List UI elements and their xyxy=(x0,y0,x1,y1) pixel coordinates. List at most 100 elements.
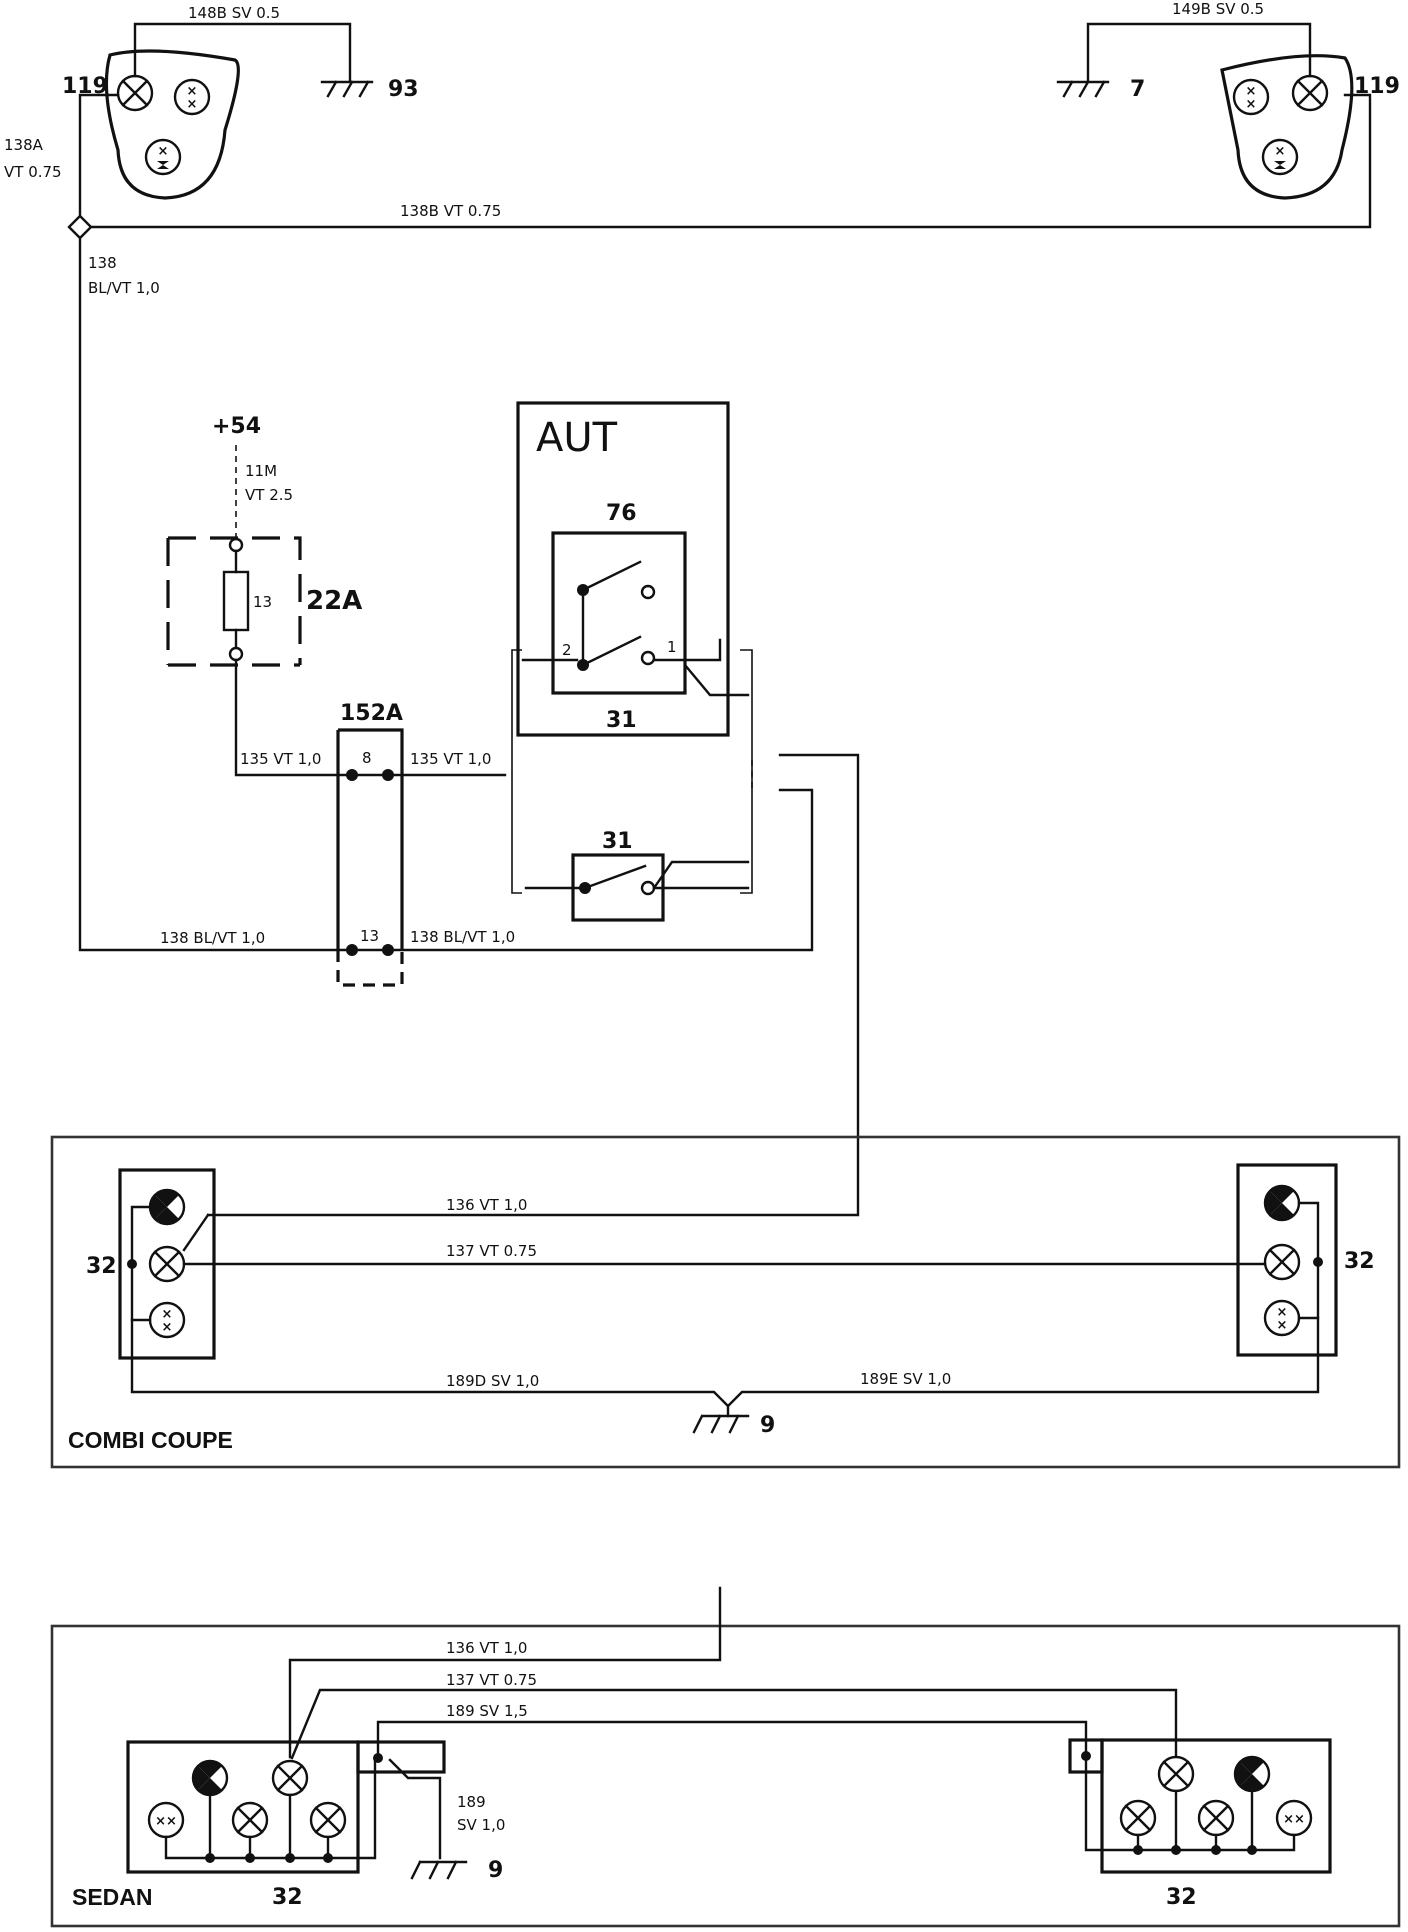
label-sedan-32-left: 32 xyxy=(272,1885,303,1910)
lamp-bulb-icon xyxy=(173,78,211,116)
label-combi-coupe: COMBI COUPE xyxy=(68,1427,233,1453)
lamp-119-left xyxy=(104,49,240,200)
wire-148b xyxy=(133,22,352,82)
wire-label-11m-2: VT 2.5 xyxy=(245,486,293,504)
wire-label-138-left: 138 BL/VT 1,0 xyxy=(160,929,265,947)
wire-138 xyxy=(78,236,348,952)
label-switch-76: 76 xyxy=(606,501,637,526)
wire-label-138-right: 138 BL/VT 1,0 xyxy=(410,928,515,946)
switch-76 xyxy=(521,531,750,697)
lamp-bulb-icon xyxy=(1157,1755,1195,1793)
lamp-bulb-icon xyxy=(1263,1243,1301,1281)
bracket-left xyxy=(511,649,522,894)
wire-189-sedan xyxy=(376,1720,1088,1760)
wire-189-ground-sedan xyxy=(388,1758,442,1860)
label-combi-32-left: 32 xyxy=(86,1254,117,1279)
wire-label-138a-2: VT 0.75 xyxy=(4,163,62,181)
label-pin-2: 2 xyxy=(562,641,572,659)
splice-icon xyxy=(67,214,93,240)
wire-label-138-2: BL/VT 1,0 xyxy=(88,279,160,297)
lamp-bulb-icon xyxy=(1119,1799,1157,1837)
lamp-bulb-icon xyxy=(148,1188,186,1226)
wire-label-135-right: 135 VT 1,0 xyxy=(410,750,491,768)
lamp-bulb-icon xyxy=(1291,74,1329,112)
wire-label-189e: 189E SV 1,0 xyxy=(860,1370,951,1388)
lamp-bulb-icon xyxy=(1233,1755,1271,1793)
wire-label-189-gnd-2: SV 1,0 xyxy=(457,1816,505,1834)
label-aut: AUT xyxy=(536,415,618,461)
wire-label-138-1: 138 xyxy=(88,254,117,272)
ground-93-icon xyxy=(320,80,374,98)
wire-label-138a-1: 138A xyxy=(4,136,44,154)
wire-label-135-left: 135 VT 1,0 xyxy=(240,750,321,768)
label-ground-9-combi: 9 xyxy=(760,1413,775,1438)
label-connector-152a: 152A xyxy=(340,701,403,726)
wire-label-136-sedan: 136 VT 1,0 xyxy=(446,1639,527,1657)
lamp-bulb-icon xyxy=(191,1759,229,1797)
wire-136-sedan xyxy=(288,1586,722,1759)
label-pin-8: 8 xyxy=(362,749,372,767)
sedan-lamp-32-right xyxy=(1068,1738,1332,1874)
label-fuse-box-22a: 22A xyxy=(306,586,362,616)
label-supply-54: +54 xyxy=(212,414,261,439)
label-switch-31-a: 31 xyxy=(606,708,637,733)
lamp-bulb-icon xyxy=(148,1301,186,1339)
wire-label-189-sedan: 189 SV 1,5 xyxy=(446,1702,528,1720)
wire-138b xyxy=(88,93,1372,229)
wire-label-137-sedan: 137 VT 0.75 xyxy=(446,1671,537,1689)
sedan-panel xyxy=(50,1624,1401,1928)
label-switch-31-b: 31 xyxy=(602,829,633,854)
combi-lamp-32-right xyxy=(1236,1163,1338,1357)
aut-box xyxy=(516,401,730,737)
lamp-bulb-icon xyxy=(116,74,154,112)
lamp-bulb-icon xyxy=(1232,78,1270,116)
fuse-icon xyxy=(222,570,250,632)
label-pin-1: 1 xyxy=(667,638,677,656)
wire-137-sedan xyxy=(290,1688,1178,1760)
wire-label-137-combi: 137 VT 0.75 xyxy=(446,1242,537,1260)
wire-label-136-combi: 136 VT 1,0 xyxy=(446,1196,527,1214)
lamp-bulb-icon xyxy=(1263,1299,1301,1337)
label-sedan-32-right: 32 xyxy=(1166,1885,1197,1910)
wire-138a xyxy=(78,93,120,218)
wire-136-down xyxy=(206,753,860,1217)
wire-189d xyxy=(130,1318,730,1408)
ground-9-combi-icon xyxy=(692,1404,750,1434)
wire-label-138b: 138B VT 0.75 xyxy=(400,202,501,220)
lamp-bulb-icon xyxy=(1263,1184,1301,1222)
lamp-119-right xyxy=(1220,54,1354,200)
wire-189e xyxy=(726,1316,1320,1408)
label-combi-32-right: 32 xyxy=(1344,1249,1375,1274)
wire-149b xyxy=(1086,22,1312,82)
lamp-bulb-icon xyxy=(271,1759,309,1797)
bracket-right xyxy=(740,649,753,894)
label-fuse-13: 13 xyxy=(253,593,272,611)
label-ground-9-sedan: 9 xyxy=(488,1858,503,1883)
wire-135-left xyxy=(234,658,354,777)
lamp-bulb-icon xyxy=(148,1245,186,1283)
lamp-bulb-icon xyxy=(144,138,182,176)
lamp-bulb-icon xyxy=(231,1801,269,1839)
wire-label-149b: 149B SV 0.5 xyxy=(1172,0,1264,18)
connector-152a xyxy=(336,728,404,987)
lamp-bulb-icon xyxy=(309,1801,347,1839)
lamp-bulb-icon xyxy=(1197,1799,1235,1837)
lamp-bulb-icon xyxy=(147,1801,185,1839)
wire-label-11m-1: 11M xyxy=(245,462,277,480)
wire-138-right xyxy=(386,788,814,952)
ground-9-sedan-icon xyxy=(410,1860,468,1880)
wire-label-189-gnd-1: 189 xyxy=(457,1793,486,1811)
label-ground-7: 7 xyxy=(1130,77,1145,102)
label-sedan: SEDAN xyxy=(72,1884,153,1910)
fuse-box-22a xyxy=(166,536,302,667)
label-ground-93: 93 xyxy=(388,77,419,102)
combi-coupe-panel xyxy=(50,1135,1401,1469)
label-pin-13: 13 xyxy=(360,927,379,945)
ground-7-icon xyxy=(1056,80,1110,98)
wire-label-148b: 148B SV 0.5 xyxy=(188,4,280,22)
lamp-bulb-icon xyxy=(1275,1799,1313,1837)
lamp-bulb-icon xyxy=(1261,138,1299,176)
switch-31 xyxy=(524,853,750,922)
wire-label-189d: 189D SV 1,0 xyxy=(446,1372,539,1390)
